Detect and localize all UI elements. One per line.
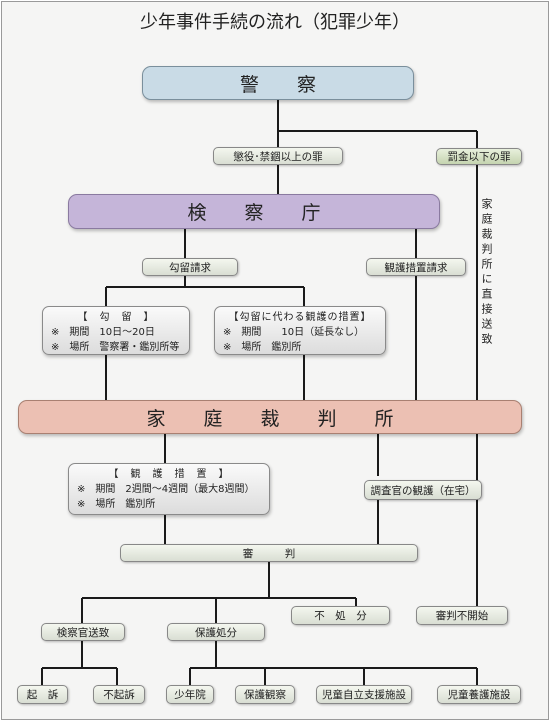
- page-title: 少年事件手続の流れ（犯罪少年）: [140, 12, 410, 33]
- indictment-label: 起 訴: [17, 685, 68, 704]
- investigator-observation-label: 調査官の観護（在宅）: [364, 480, 482, 500]
- police-label: 警 察: [239, 73, 316, 96]
- detention-place: ※ 場所 警察署・鑑別所等: [51, 342, 180, 353]
- protective-observation-box: 【 観 護 措 置 】 ※ 期間 2週間～4週間（最大8週間） ※ 場所 鑑別所: [68, 463, 270, 515]
- probation-label: 保護観察: [235, 685, 295, 704]
- police-node: 警 察: [142, 66, 414, 100]
- children-self-reliance-facility-label: 児童自立支援施設: [316, 685, 412, 704]
- alt-detention-period: ※ 期間 10日（延長なし）: [223, 327, 365, 338]
- hearing-node: 審 判: [120, 544, 418, 562]
- observation-request-label: 観護措置請求: [366, 258, 466, 276]
- over-imprisonment-label: 懲役･禁錮以上の罪: [213, 147, 343, 165]
- family-court-label: 家 庭 裁 判 所: [146, 407, 394, 430]
- childrens-home-label: 児童養護施設: [437, 685, 521, 704]
- juvenile-training-school-label: 少年院: [166, 685, 214, 704]
- no-disposition-label: 不 処 分: [291, 606, 390, 625]
- direct-to-family-court-label: 家庭裁判所に直接送致: [478, 196, 494, 370]
- protective-observation-place: ※ 場所 鑑別所: [77, 499, 156, 510]
- protective-observation-title: 【 観 護 措 置 】: [108, 469, 230, 480]
- alt-detention-place: ※ 場所 鑑別所: [223, 342, 302, 353]
- detention-title: 【 勾 留 】: [77, 312, 155, 323]
- detention-box: 【 勾 留 】 ※ 期間 10日～20日 ※ 場所 警察署・鑑別所等: [42, 306, 190, 355]
- alt-detention-box: 【勾留に代わる観護の措置】 ※ 期間 10日（延長なし） ※ 場所 鑑別所: [214, 306, 386, 355]
- prosecutor-node: 検 察 庁: [68, 194, 440, 229]
- alt-detention-title: 【勾留に代わる観護の措置】: [228, 312, 372, 323]
- referral-to-prosecutor-label: 検察官送致: [41, 623, 125, 641]
- hearing-not-commenced-label: 審判不開始: [416, 606, 508, 625]
- detention-period: ※ 期間 10日～20日: [51, 327, 155, 338]
- detention-request-label: 勾留請求: [142, 258, 238, 276]
- protective-observation-period: ※ 期間 2週間～4週間（最大8週間）: [77, 484, 255, 495]
- non-indictment-label: 不起訴: [93, 685, 145, 704]
- prosecutor-label: 検 察 庁: [187, 202, 321, 224]
- family-court-node: 家 庭 裁 判 所: [18, 400, 522, 434]
- protective-disposition-label: 保護処分: [167, 623, 265, 641]
- fine-or-less-label: 罰金以下の罪: [436, 148, 522, 165]
